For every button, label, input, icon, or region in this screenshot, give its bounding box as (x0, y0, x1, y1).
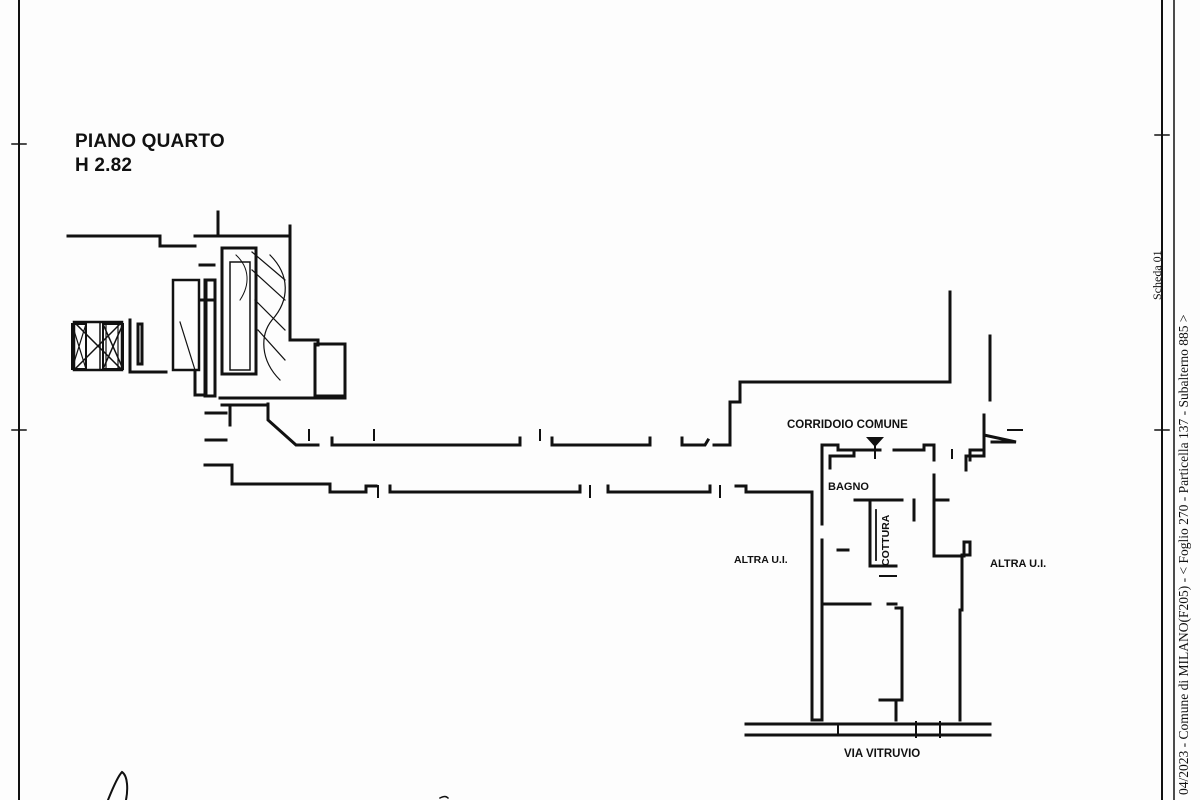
registry-note: 04/2023 - Comune di MILANO(F205) - < Fog… (1176, 314, 1191, 795)
apartment-walls (744, 433, 1017, 738)
corridor-walls (203, 290, 992, 498)
entrance-arrow-icon (866, 437, 884, 447)
plan-title-block: PIANO QUARTO H 2.82 (75, 130, 225, 178)
room-label-kitchen: COTTURA (880, 514, 892, 566)
sheet-note: Scheda 01 (1150, 250, 1164, 300)
north-arrow-icon (106, 770, 129, 800)
room-label-bathroom: BAGNO (828, 481, 869, 493)
street-label: VIA VITRUVIO (844, 748, 920, 760)
stair-core (66, 210, 347, 427)
margin-strip: 04/2023 - Comune di MILANO(F205) - < Fog… (1170, 0, 1200, 800)
room-label-corridor: CORRIDOIO COMUNE (787, 419, 908, 431)
floor-title: PIANO QUARTO (75, 131, 225, 152)
adjacent-building (964, 413, 1023, 472)
sheet-frame (11, 0, 1175, 800)
room-label-other-unit-right: ALTRA U.I. (990, 558, 1046, 570)
ceiling-height: H 2.82 (75, 155, 133, 176)
room-label-other-unit-left: ALTRA U.I. (734, 554, 788, 566)
lift-shafts-2 (71, 323, 124, 370)
